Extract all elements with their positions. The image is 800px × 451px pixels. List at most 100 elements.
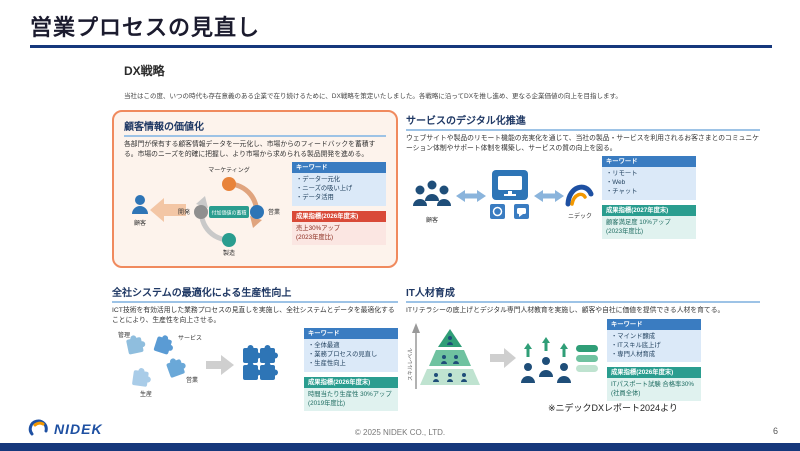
- customer-icon: [132, 195, 148, 215]
- keyword-title: キーワード: [292, 162, 386, 174]
- keyword-item: ・専門人材育成: [611, 350, 656, 358]
- nidek-logo: NIDEK: [28, 418, 103, 440]
- sales-icon: [250, 205, 264, 220]
- assembled-puzzle-icon: [243, 362, 261, 381]
- title-divider: [30, 45, 772, 48]
- keyword-item: ・生産性向上: [308, 360, 346, 368]
- keyword-item: ・リモート: [606, 170, 638, 178]
- development-label: 開発: [178, 208, 190, 216]
- section-system-optimization: 全社システムの最適化による生産性向上 ICT技術を有効活用した業務プロセスの見直…: [112, 284, 398, 411]
- keyword-item: ・データ一元化: [296, 176, 341, 184]
- section-body: ウェブサイトや製品のリモート機能の充実化を通じて、当社の製品・サービスを利用され…: [406, 135, 760, 152]
- company-label: ニデック: [568, 212, 592, 220]
- puzzle-label: 生産: [140, 390, 152, 398]
- copyright-text: © 2025 NIDEK CO., LTD.: [354, 428, 446, 437]
- development-icon: [194, 205, 208, 220]
- cycle-center-label: 付加価値の蓄積: [211, 210, 246, 217]
- puzzle-diagram: 管理 サービス 生産 営業: [112, 328, 298, 405]
- section-body: 各部門が保有する顧客情報データを一元化し、市場からのフィードバックを蓄積する。市…: [124, 141, 376, 158]
- kpi-title: 成果指標(2027年度末): [602, 204, 696, 216]
- two-way-arrow-icon: [534, 190, 564, 203]
- manufacturing-label: 製造: [223, 249, 235, 257]
- talent-pyramid-diagram: スキルレベル: [406, 319, 601, 400]
- pyramid-people-icons: [433, 335, 467, 382]
- marketing-icon: [222, 177, 236, 192]
- kpi-title: 成果指標(2026年度末): [607, 367, 701, 379]
- axis-arrow-icon: [412, 322, 420, 333]
- keyword-title: キーワード: [304, 328, 398, 340]
- customer-label: 顧客: [134, 219, 146, 227]
- kpi-line: 売上30%アップ: [296, 224, 341, 232]
- puzzle-label: サービス: [178, 334, 202, 342]
- keyword-box: キーワード ・全体最適 ・業務プロセスの見直し ・生産性向上: [304, 328, 398, 372]
- kpi-box: 成果指標(2026年度末) 売上30%アップ (2023年度比): [292, 210, 386, 245]
- section-body: ICT技術を有効活用した業務プロセスの見直しを実施し、全社システムとデータを最適…: [112, 307, 395, 324]
- kpi-line: (2023年度比): [606, 227, 644, 235]
- skill-axis-label: スキルレベル: [407, 347, 414, 381]
- keyword-item: ・チャット: [606, 188, 638, 196]
- section-heading: サービスのデジタル化推進: [406, 112, 760, 131]
- assembled-puzzle-icon: [260, 345, 278, 364]
- section-it-talent: IT人材育成 ITリテラシーの底上げとデジタル専門人材教育を実施し、顧客や自社に…: [406, 284, 760, 402]
- keyword-item: ・マインド醸成: [611, 332, 656, 340]
- transform-arrow-icon: [490, 347, 516, 368]
- nidek-swoosh-logo: [565, 184, 594, 207]
- keyword-box: キーワード ・リモート ・Web ・チャット: [602, 156, 696, 200]
- section-customer-data-value: 顧客情報の価値化 各部門が保有する顧客情報データを一元化し、市場からのフィードバ…: [112, 110, 398, 268]
- nidek-logo-icon: [28, 419, 48, 436]
- talent-pyramid-svg: スキルレベル: [407, 322, 598, 389]
- assembled-puzzle-icon: [243, 345, 261, 364]
- kpi-box: 成果指標(2027年度末) 顧客満足度 10%アップ (2023年度比): [602, 204, 696, 239]
- keyword-item: ・ニーズの吸い上げ: [296, 185, 353, 193]
- keyword-item: ・全体最適: [308, 342, 340, 350]
- keyword-item: ・業務プロセスの見直し: [308, 351, 378, 359]
- nidek-logo-text: NIDEK: [54, 421, 103, 437]
- kpi-line: (2023年度比): [296, 233, 334, 241]
- kpi-title: 成果指標(2026年度末): [292, 210, 386, 222]
- assembled-puzzle-icon: [260, 362, 278, 381]
- kpi-line: ITパスポート試験 合格率30%: [611, 381, 694, 389]
- keyword-box: キーワード ・マインド醸成 ・ITスキル底上げ ・専門人材育成: [607, 318, 701, 363]
- customer-label: 顧客: [426, 216, 438, 224]
- page-number: 6: [772, 426, 778, 436]
- section-body: ITリテラシーの底上げとデジタル専門人材教育を実施し、顧客や自社に価値を提供でき…: [406, 307, 725, 314]
- kpi-line: 時間当たり生産性 30%アップ: [308, 390, 392, 398]
- puzzle-svg: 管理 サービス 生産 営業: [118, 331, 278, 398]
- puzzle-piece-icon: [164, 355, 189, 379]
- dx-strategy-heading: DX戦略: [124, 64, 165, 78]
- keyword-box: キーワード ・データ一元化 ・ニーズの吸い上げ ・データ活用: [292, 162, 386, 206]
- customer-group-icon: [413, 180, 451, 207]
- feedback-arrow: [150, 198, 186, 223]
- puzzle-label: 営業: [186, 376, 198, 384]
- marketing-label: マーケティング: [208, 166, 250, 174]
- digital-service-diagram: 顧客: [406, 156, 596, 253]
- transform-arrow-icon: [206, 355, 234, 376]
- puzzle-piece-icon: [153, 333, 177, 356]
- source-note: ※ニデックDXレポート2024より: [548, 403, 678, 413]
- keyword-item: ・ITスキル底上げ: [611, 341, 661, 349]
- manufacturing-icon: [222, 233, 236, 248]
- puzzle-label: 管理: [118, 331, 130, 339]
- skill-stack-icon: [576, 344, 598, 372]
- section-heading: IT人材育成: [406, 284, 760, 303]
- section-heading: 顧客情報の価値化: [124, 118, 386, 137]
- section-digital-service: サービスのデジタル化推進 ウェブサイトや製品のリモート機能の充実化を通じて、当社…: [406, 112, 760, 268]
- kpi-line: (社員全体): [611, 390, 641, 398]
- remote-screen-icon: [492, 170, 528, 201]
- puzzle-piece-icon: [131, 367, 153, 388]
- dx-strategy-description: 当社はこの度、いつの時代も存在意義のある企業で在り続けるために、DX戦略を策定い…: [124, 93, 622, 100]
- customer-value-cycle-diagram: 顧客 マーケティング 営業 製造 開発 付加価値の蓄積: [124, 162, 286, 267]
- keyword-item: ・Web: [606, 179, 626, 187]
- sales-label: 営業: [268, 208, 280, 216]
- support-tool-icon: [490, 204, 505, 220]
- bottom-accent-bar: [0, 443, 800, 451]
- keyword-title: キーワード: [602, 156, 696, 168]
- kpi-line: 顧客満足度 10%アップ: [606, 218, 671, 226]
- kpi-box: 成果指標(2026年度末) ITパスポート試験 合格率30% (社員全体): [607, 367, 701, 402]
- keyword-item: ・データ活用: [296, 194, 334, 202]
- keyword-title: キーワード: [607, 318, 701, 330]
- kpi-box: 成果指標(2026年度末) 時間当たり生産性 30%アップ (2019年度比): [304, 376, 398, 411]
- page-title: 営業プロセスの見直し: [30, 15, 261, 40]
- digital-service-svg: 顧客: [413, 170, 594, 224]
- section-heading: 全社システムの最適化による生産性向上: [112, 284, 398, 303]
